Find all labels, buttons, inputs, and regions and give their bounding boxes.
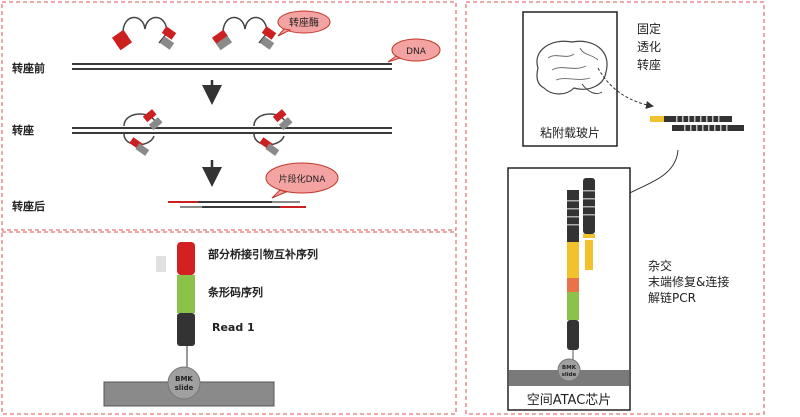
panel-frames bbox=[1, 1, 765, 415]
probe-segment-black bbox=[177, 313, 195, 346]
probe-segment-red bbox=[177, 242, 195, 275]
fix-step-2: 透化 bbox=[637, 40, 661, 54]
slide-label: 粘附载玻片 bbox=[540, 125, 600, 140]
step-after-label: 转座后 bbox=[12, 199, 45, 213]
transposition-panel: 转座酶 DNA 转座前 转座 bbox=[12, 10, 441, 213]
workflow-panel: 粘附载玻片 固定 透化 转座 空间 bbox=[507, 11, 744, 411]
chip-bead-line1: BMK bbox=[562, 365, 577, 371]
probe-panel: BMK slide 部分桥接引物互补序列 条形码序列 Read 1 bbox=[103, 242, 318, 407]
transposome-free-2 bbox=[211, 16, 277, 51]
bmk-bead bbox=[167, 366, 201, 400]
bubble-transposase: 转座酶 bbox=[277, 10, 331, 37]
transposome-free-1 bbox=[111, 16, 177, 51]
fragment-after bbox=[168, 201, 306, 208]
arrow-slide-to-fragment bbox=[597, 67, 654, 109]
bubble-dna-text: DNA bbox=[406, 47, 427, 57]
brain-icon bbox=[536, 40, 608, 95]
hybrid-step-2: 末端修复&连接 bbox=[648, 274, 729, 289]
chip-label: 空间ATAC芯片 bbox=[527, 393, 612, 408]
step-before-label: 转座前 bbox=[12, 61, 45, 75]
chip-probe-stack bbox=[567, 178, 595, 350]
bead-text-line2: slide bbox=[175, 384, 194, 392]
segment-green-label: 条形码序列 bbox=[207, 285, 263, 299]
hybrid-step-3: 解链PCR bbox=[648, 290, 696, 305]
transposome-bound-1 bbox=[123, 109, 163, 156]
frame-bottom-left bbox=[1, 231, 457, 415]
bubble-dna: DNA bbox=[387, 38, 441, 63]
fix-step-3: 转座 bbox=[637, 57, 661, 72]
segment-red-label: 部分桥接引物互补序列 bbox=[208, 247, 318, 261]
fragment-right bbox=[650, 116, 744, 131]
chip-bead-line2: slide bbox=[562, 372, 577, 378]
transposome-bound-2 bbox=[253, 109, 293, 156]
fix-step-1: 固定 bbox=[637, 21, 661, 36]
frame-right bbox=[465, 1, 765, 415]
frame-top-left bbox=[1, 1, 457, 231]
bubble-transposase-text: 转座酶 bbox=[289, 16, 319, 29]
segment-black-label: Read 1 bbox=[212, 321, 255, 334]
step-during-label: 转座 bbox=[12, 123, 34, 137]
bubble-inserted-dna-text: 片段化DNA bbox=[279, 173, 327, 185]
hybrid-step-1: 杂交 bbox=[648, 258, 672, 273]
dotted-marker bbox=[156, 256, 166, 272]
probe-segment-green bbox=[177, 275, 195, 313]
bubble-inserted-dna: 片段化DNA bbox=[265, 162, 339, 199]
bead-text-line1: BMK bbox=[175, 375, 193, 383]
arrow-fragment-to-chip bbox=[622, 149, 679, 197]
chip-bead bbox=[557, 358, 581, 382]
